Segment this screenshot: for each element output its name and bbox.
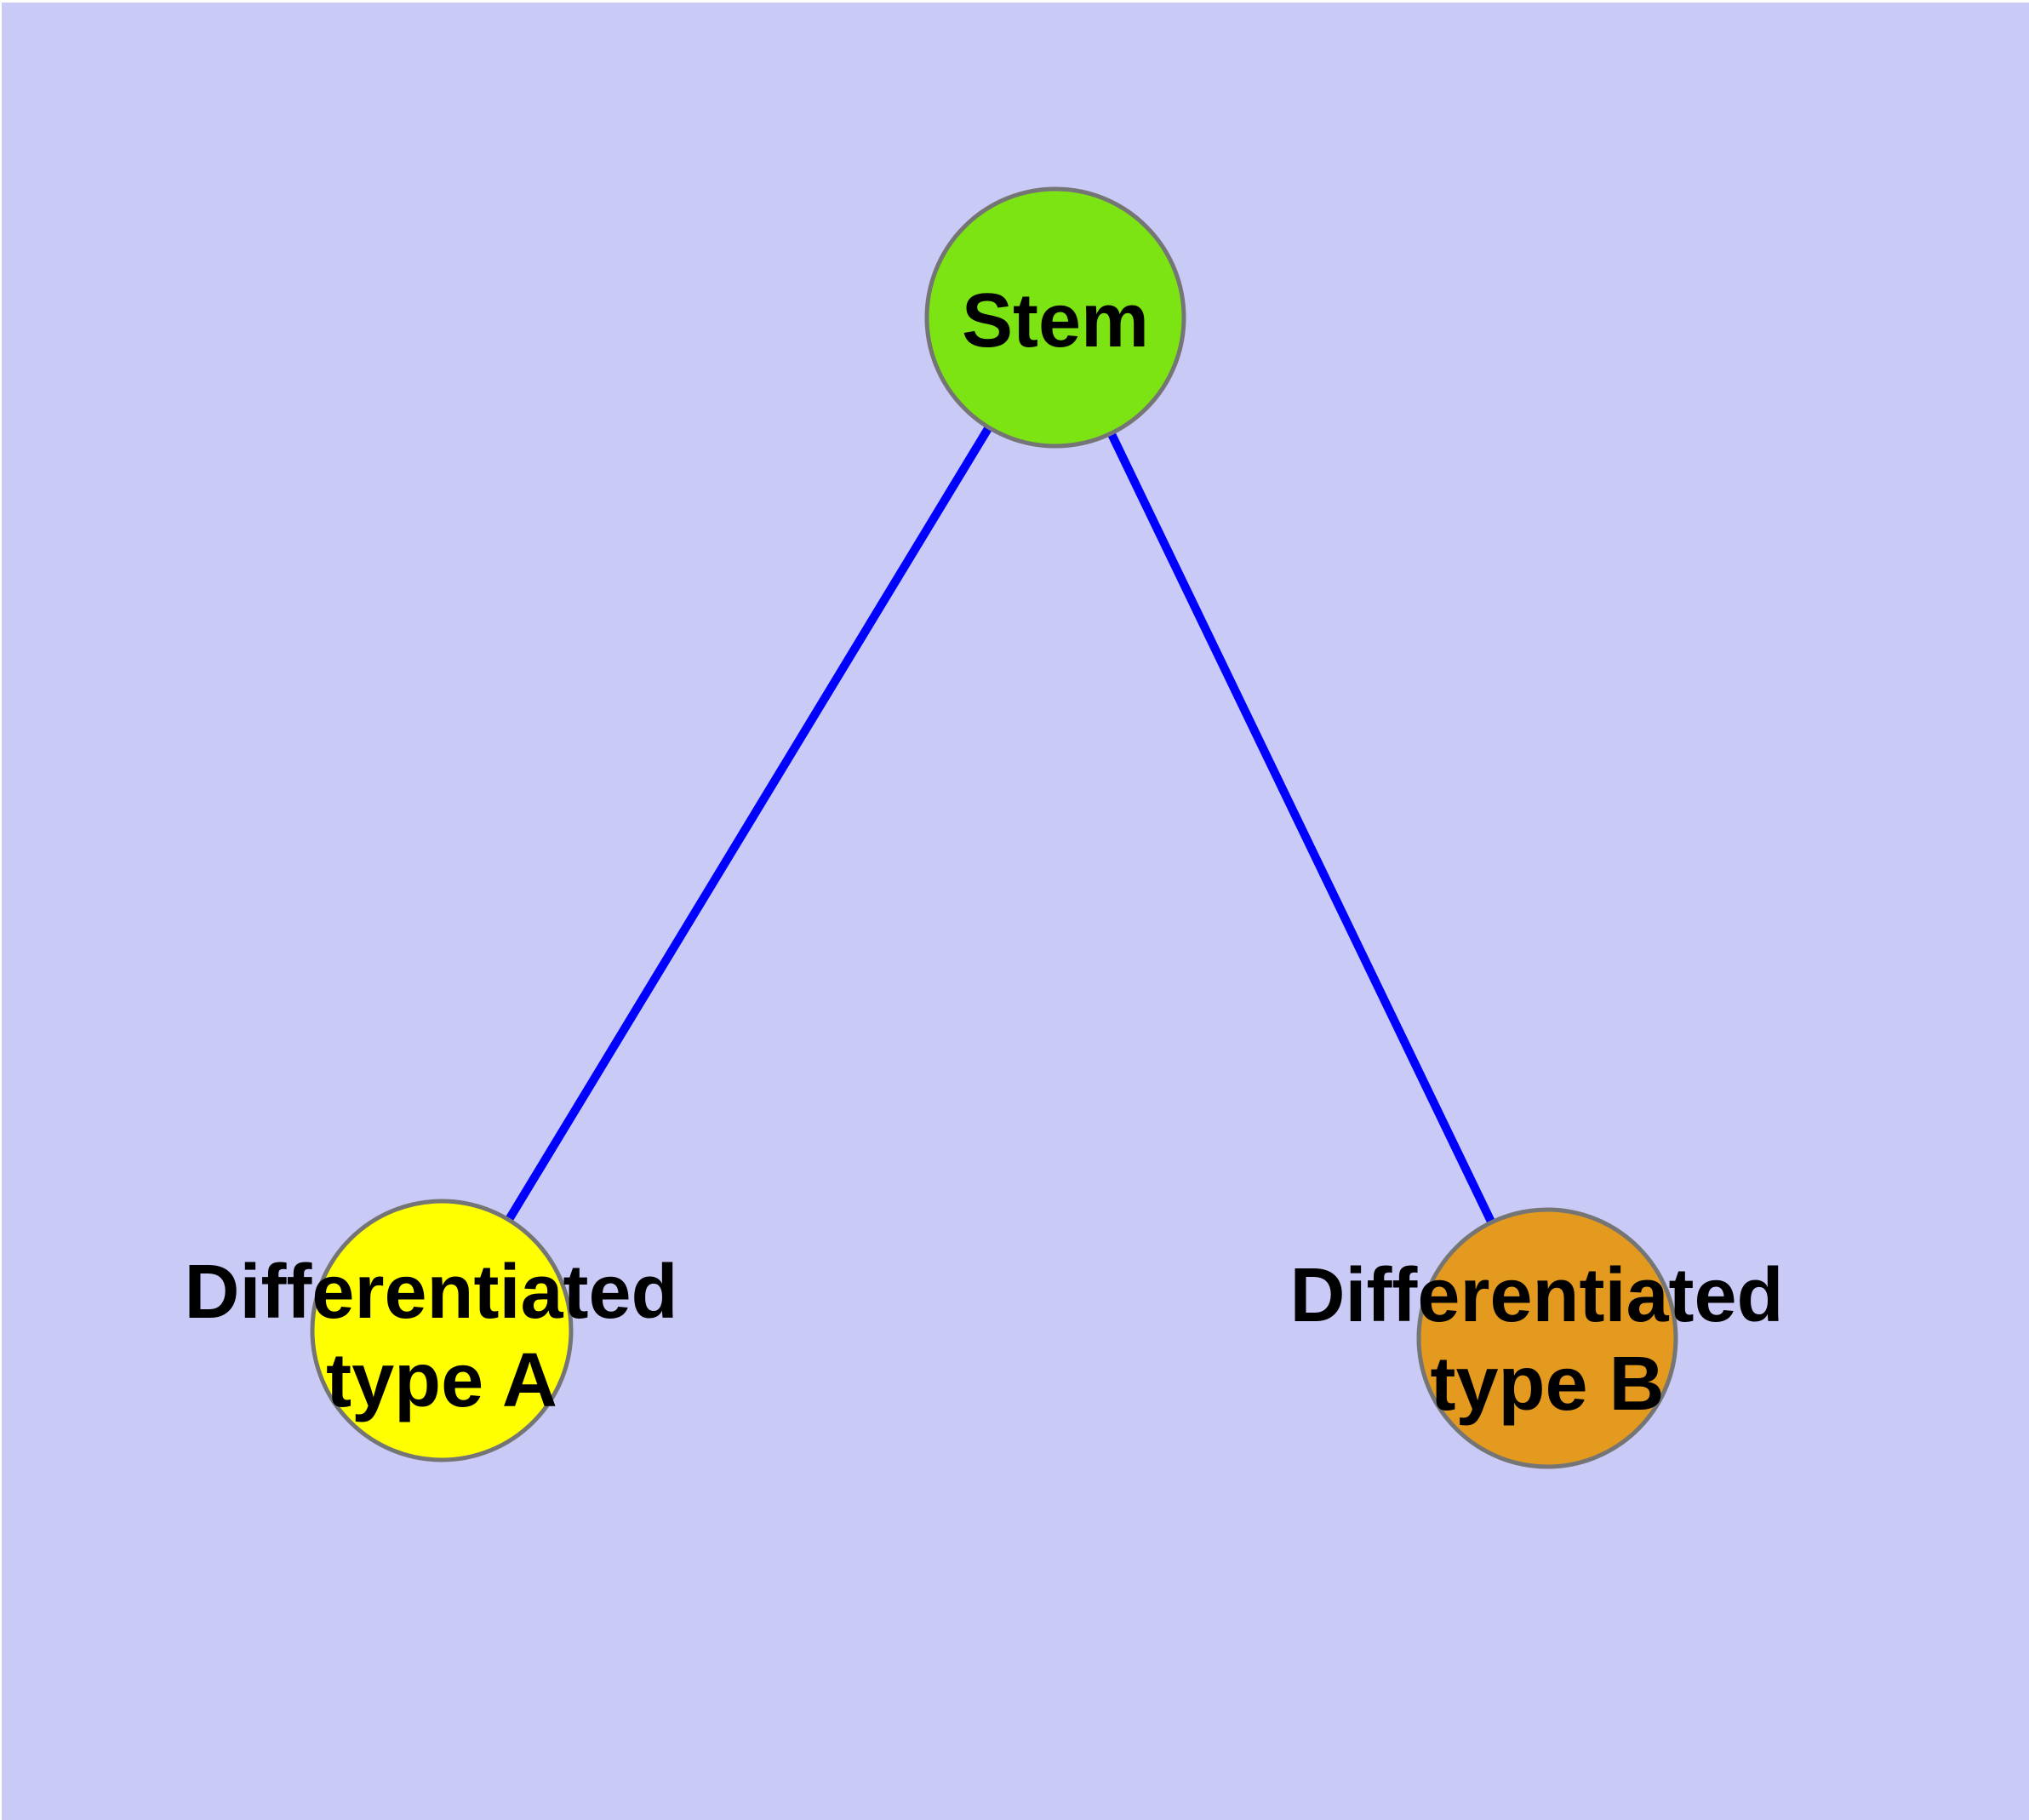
node-type-a-label: Differentiated type A [184, 1250, 699, 1423]
edge-stem-to-type-a [437, 313, 1060, 1335]
node-type-a-label-line2: type A [326, 1338, 557, 1423]
node-stem-circle [924, 186, 1186, 449]
node-stem-label: Stem [962, 278, 1149, 363]
node-stem-label-line1: Stem [962, 278, 1149, 363]
node-type-a-circle [310, 1199, 574, 1462]
edge-stem-to-type-b [1051, 313, 1552, 1342]
node-type-a-label-line1: Differentiated [184, 1250, 677, 1335]
node-type-b-label-line2: type B [1430, 1342, 1664, 1427]
node-type-b-label-line1: Differentiated [1289, 1253, 1783, 1338]
node-type-b-label: Differentiated type B [1289, 1253, 1804, 1427]
node-type-b-circle [1416, 1207, 1678, 1469]
